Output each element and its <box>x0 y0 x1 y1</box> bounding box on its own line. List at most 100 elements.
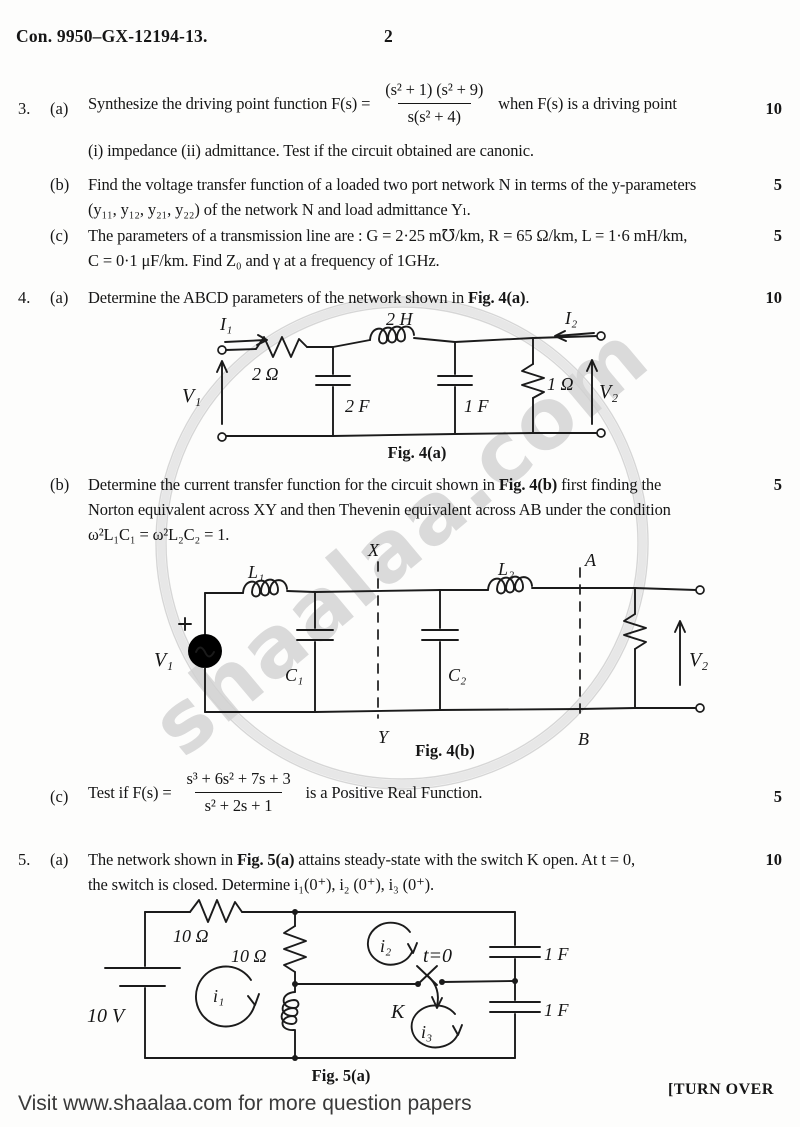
turn-over-note: [TURN OVER <box>668 1081 774 1098</box>
q3a-line2: (i) impedance (ii) admittance. Test if t… <box>88 141 534 160</box>
wire <box>531 587 697 591</box>
current-arrow-i1-icon: I₁ <box>219 314 268 346</box>
capacitor-1f-bottom-label: 1 F <box>544 1000 570 1020</box>
q4a-line1: Determine the ABCD parameters of the net… <box>88 288 529 308</box>
q3b-line1: Find the voltage transfer function of a … <box>88 175 697 194</box>
resistor-1ohm-label: 1 Ω <box>547 374 574 394</box>
source-v1-label: V₁ <box>154 649 173 671</box>
q3a-fraction: (s² + 1) (s² + 9) s(s² + 4) <box>379 80 489 127</box>
q4c-marks: 5 <box>773 787 782 806</box>
q5a-label: (a) <box>50 850 69 869</box>
svg-text:I₁: I₁ <box>219 314 232 334</box>
capacitor-2f-label: 2 F <box>345 396 371 416</box>
q4b-line2: Norton equivalent across XY and then The… <box>88 500 671 519</box>
node-a-label: A <box>584 550 597 570</box>
q4c-fraction-numerator: s³ + 6s² + 7s + 3 <box>186 769 291 788</box>
q3a-fraction-numerator: (s² + 1) (s² + 9) <box>385 80 484 99</box>
wire <box>286 589 489 593</box>
fig4b-caption: Fig. 4(b) <box>415 741 475 760</box>
inductor-mid-icon <box>280 991 300 1031</box>
footer-visit-link[interactable]: Visit www.shaalaa.com for more question … <box>18 1092 472 1115</box>
resistor-10ohm-mid-icon: 10 Ω <box>231 911 307 973</box>
mesh-current-i2-icon: i₂ <box>366 921 418 966</box>
q3a-label: (a) <box>50 99 69 118</box>
page-number: 2 <box>384 26 393 46</box>
resistor-2ohm-icon <box>255 336 308 358</box>
q4a-fig-ref: Fig. 4(a) <box>468 288 526 307</box>
switch-k-label: K <box>390 1001 406 1023</box>
q4-number: 4. <box>18 288 31 307</box>
resistor-10ohm-mid-label: 10 Ω <box>231 946 267 966</box>
q5a-line1: The network shown in Fig. 5(a) attains s… <box>88 850 635 870</box>
q3b-marks: 5 <box>773 175 782 194</box>
q4b-line1: Determine the current transfer function … <box>88 475 661 495</box>
plus-sign-icon <box>178 617 192 631</box>
cut-line-ab: A B <box>578 550 597 749</box>
svg-text:V₁: V₁ <box>182 385 201 407</box>
q4a-text-before: Determine the ABCD parameters of the net… <box>88 288 469 307</box>
q4b-line3: ω²L₁C₁ = ω²L₂C₂ = 1. <box>88 525 230 544</box>
q3c-label: (c) <box>50 226 69 245</box>
capacitor-c2-label: C₂ <box>448 665 466 685</box>
mesh-current-i3-icon: i₃ <box>410 1004 463 1049</box>
exam-code: Con. 9950–GX-12194-13. <box>16 26 208 46</box>
q4a-label: (a) <box>50 288 69 307</box>
terminal-icon <box>217 345 227 355</box>
ac-source-icon: V₁ <box>154 592 222 713</box>
current-arrow-i2-icon: I₂ <box>554 308 595 342</box>
q4c-text-before: Test if F(s) = <box>88 782 172 802</box>
q5a-line2: the switch is closed. Determine i₁(0⁺), … <box>88 875 434 894</box>
mesh-i1-label: i₁ <box>213 986 224 1006</box>
terminal-icon <box>217 432 227 442</box>
wire <box>225 348 257 351</box>
q3b-line2: (y₁₁, y₁₂, y₂₁, y₂₂) of the network N an… <box>88 200 471 219</box>
mesh-i2-label: i₂ <box>380 936 391 956</box>
svg-text:V₂: V₂ <box>689 649 708 671</box>
q5a-marks: 10 <box>765 850 783 869</box>
q4b-fig-ref: Fig. 4(b) <box>498 475 558 494</box>
capacitor-1f-label: 1 F <box>464 396 490 416</box>
capacitor-c2-icon: C₂ <box>421 589 466 711</box>
q5a-line1-before: The network shown in <box>88 850 237 869</box>
q5a-line1-after: attains steady-state with the switch K o… <box>294 850 635 869</box>
q3a-fraction-denominator: s(s² + 4) <box>397 103 471 127</box>
q3c-marks: 5 <box>773 226 782 245</box>
fig5a-circuit: 10 Ω 10 V 10 Ω K <box>87 899 570 1061</box>
switch-t0-label: t=0 <box>423 945 452 967</box>
load-resistor-icon <box>623 587 647 709</box>
wire <box>441 980 516 983</box>
fig4a-caption: Fig. 4(a) <box>387 443 447 462</box>
inductor-l1-icon: L₁ <box>242 562 288 598</box>
inductor-2h-label: 2 H <box>386 309 414 329</box>
inductor-l2-icon: L₂ <box>487 559 533 595</box>
capacitor-2f-icon: 2 F <box>315 346 371 437</box>
capacitor-1f-top-icon: 1 F <box>489 911 570 982</box>
capacitor-1f-top-label: 1 F <box>544 944 570 964</box>
inductor-l1-label: L₁ <box>247 562 264 582</box>
terminal-icon <box>596 428 606 438</box>
q3a-equation-line: Synthesize the driving point function F(… <box>88 80 677 127</box>
q4a-text-after: . <box>525 288 530 307</box>
fig4b-circuit: L₁ L₂ V₁ C₁ X Y <box>154 540 708 749</box>
capacitor-1f-icon: 1 F <box>437 341 490 435</box>
capacitor-c1-label: C₁ <box>285 665 303 685</box>
q5a-fig-ref: Fig. 5(a) <box>237 850 295 869</box>
q3a-text-after: when F(s) is a driving point <box>498 93 677 113</box>
voltage-arrow-v1-icon: V₁ <box>182 360 228 425</box>
resistor-1ohm-icon: 1 Ω <box>521 337 574 434</box>
q3-number: 3. <box>18 99 31 118</box>
q5-number: 5. <box>18 850 31 869</box>
mesh-current-i1-icon: i₁ <box>195 965 260 1028</box>
inductor-l2-label: L₂ <box>497 559 514 579</box>
wire <box>204 707 697 713</box>
q4b-line1-before: Determine the current transfer function … <box>88 475 499 494</box>
q4c-fraction-denominator: s² + 2s + 1 <box>194 792 283 816</box>
terminal-icon <box>596 331 606 341</box>
mesh-i3-label: i₃ <box>421 1022 432 1042</box>
cut-line-xy: X Y <box>367 540 390 747</box>
capacitor-1f-bottom-icon: 1 F <box>489 980 570 1059</box>
resistor-10ohm-top-label: 10 Ω <box>173 926 209 946</box>
terminal-icon <box>695 703 705 713</box>
wire <box>306 339 371 348</box>
